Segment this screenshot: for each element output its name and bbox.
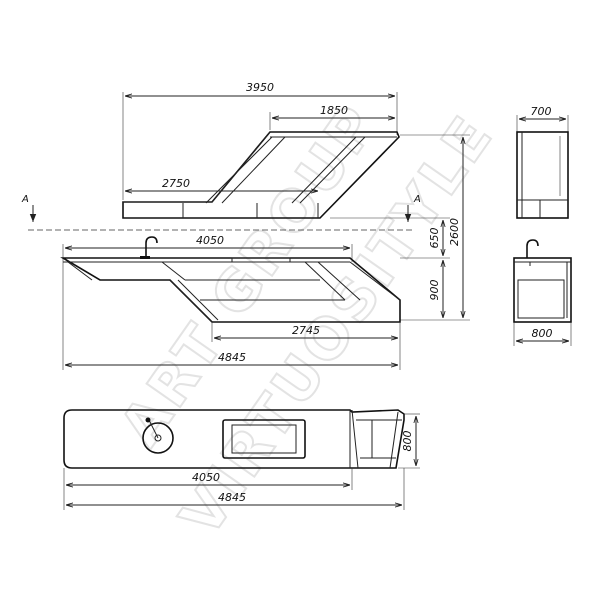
- side-view: 700 800: [513, 105, 572, 346]
- dim-height-lower: 900: [428, 280, 441, 301]
- dim-front-bottom: 2745: [292, 324, 320, 337]
- dim-plan-overall: 4845: [218, 491, 246, 504]
- dim-plan-inner: 4050: [192, 471, 220, 484]
- height-dimensions: 2600 650 900: [330, 134, 470, 321]
- section-mark-left: A: [21, 194, 29, 205]
- section-line: A A: [21, 194, 421, 231]
- upper-view: 3950 1850 2750: [122, 81, 400, 219]
- section-mark-right: A: [413, 194, 421, 205]
- dim-front-overall: 4845: [218, 351, 246, 364]
- dim-top-upper: 1850: [320, 104, 348, 117]
- dim-top-lower: 2750: [162, 177, 190, 190]
- dim-side-bottom: 800: [532, 327, 553, 340]
- dim-front-top: 4050: [196, 234, 224, 247]
- plan-view: 800 4050 4845: [63, 409, 420, 510]
- dim-height-upper: 650: [428, 228, 441, 249]
- dim-height-total: 2600: [448, 218, 461, 246]
- dim-top-overall: 3950: [246, 81, 274, 94]
- front-view: 4050 2745 4845: [60, 234, 401, 370]
- dim-plan-depth: 800: [401, 431, 414, 452]
- dim-side-top: 700: [531, 105, 552, 118]
